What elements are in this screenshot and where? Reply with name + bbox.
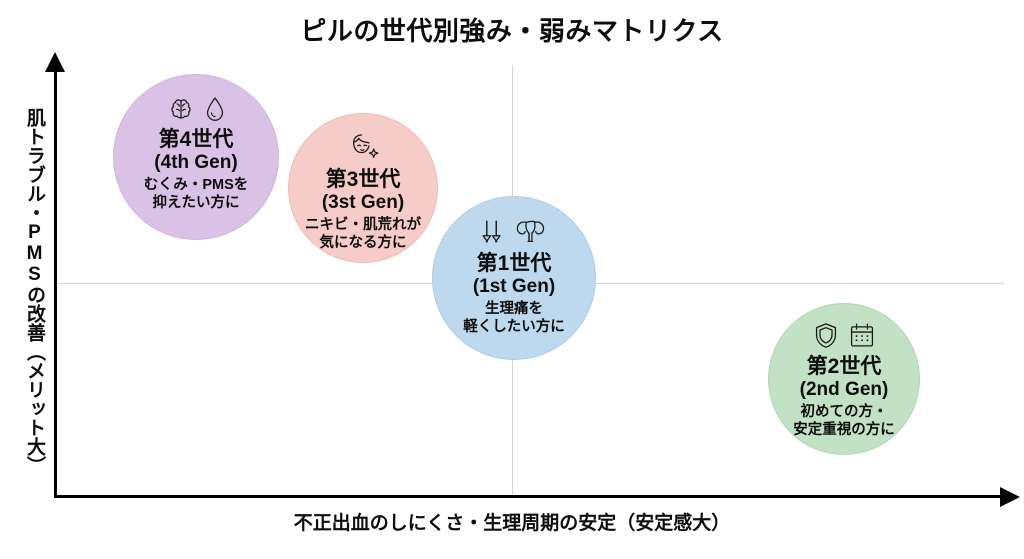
bubble-gen1-title-en: (1st Gen) [472, 275, 556, 297]
brain-icon [167, 95, 195, 123]
bubble-gen4-title-en: (4th Gen) [154, 151, 238, 173]
x-axis [54, 495, 1004, 498]
bubble-gen2-icons [813, 321, 876, 350]
uterus-icon [514, 217, 550, 247]
bubble-gen3-title-en: (3st Gen) [321, 191, 405, 213]
bubble-gen4-title-ja: 第4世代 [158, 128, 234, 151]
bubble-gen3-icons [343, 131, 383, 163]
bubble-gen1-description: 生理痛を 軽くしたい方に [463, 300, 565, 335]
bubble-gen3[interactable]: 第3世代 (3st Gen) ニキビ・肌荒れが 気になる方に [288, 113, 438, 263]
y-axis-label: 肌トラブル・PMSの改善（メリット大） [24, 108, 45, 475]
bubble-gen1[interactable]: 第1世代 (1st Gen) 生理痛を 軽くしたい方に [432, 196, 596, 360]
bubble-gen2-description: 初めての方・ 安定重視の方に [793, 403, 895, 438]
right-arrow-icon [1000, 487, 1020, 507]
bubble-gen3-description: ニキビ・肌荒れが 気になる方に [305, 216, 421, 251]
bubble-gen2-title-ja: 第2世代 [806, 355, 882, 378]
bubble-gen3-title-ja: 第3世代 [325, 168, 401, 191]
bubble-gen4[interactable]: 第4世代 (4th Gen) むくみ・PMSを 抑えたい方に [113, 74, 279, 240]
bubble-gen4-icons [167, 95, 226, 123]
bubble-gen2-title-en: (2nd Gen) [799, 378, 889, 400]
shield-icon [813, 321, 839, 350]
bubble-gen1-icons [479, 217, 550, 247]
y-axis [54, 70, 57, 498]
face-sparkle-icon [343, 131, 383, 163]
bubble-gen2[interactable]: 第2世代 (2nd Gen) 初めての方・ 安定重視の方に [768, 303, 920, 455]
page-title: ピルの世代別強み・弱みマトリクス [300, 16, 724, 46]
bubble-gen4-description: むくみ・PMSを 抑えたい方に [143, 176, 249, 211]
calendar-icon [848, 321, 876, 350]
bubble-gen1-title-ja: 第1世代 [476, 252, 552, 275]
up-arrow-icon [45, 52, 65, 72]
water-drop-icon [204, 95, 226, 123]
x-axis-label: 不正出血のしにくさ・生理周期の安定（安定感大） [293, 513, 731, 534]
down-arrow-icon [479, 217, 505, 247]
